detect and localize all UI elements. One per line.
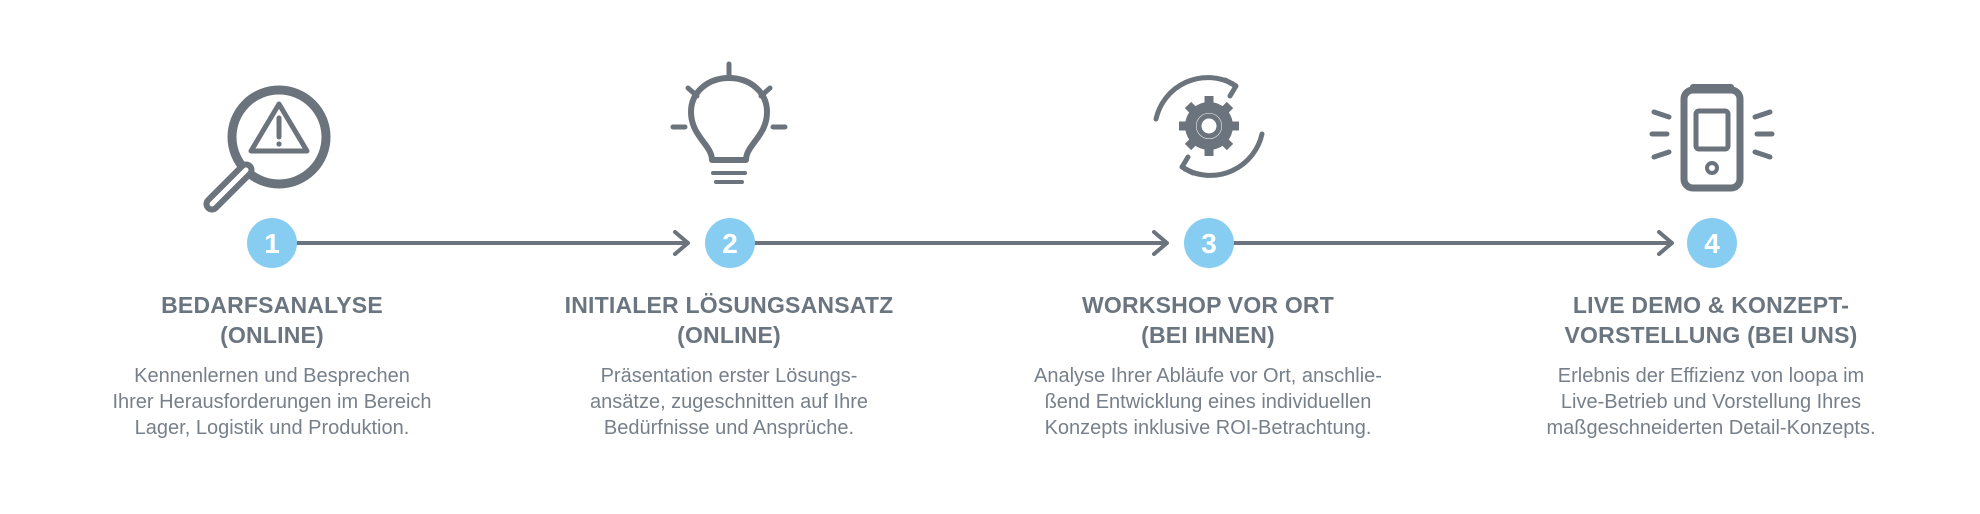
step-description-line: Analyse Ihrer Abläufe vor Ort, anschlie- [1034, 365, 1382, 387]
magnifier-warning-icon [203, 85, 331, 213]
step-title-line: (BEI IHNEN) [1141, 322, 1275, 348]
step-number-2: 2 [722, 228, 738, 259]
step-title-line: INITIALER LÖSUNGSANSATZ [564, 292, 894, 318]
step-description-line: Bedürfnisse und Ansprüche. [603, 417, 855, 439]
step-description-line: ßend Entwicklung eines individuellen [1044, 391, 1372, 413]
step-title-line: (ONLINE) [220, 322, 324, 348]
step-title-line: BEDARFSANALYSE [161, 292, 383, 318]
step-badge-4: 4 [1687, 218, 1737, 268]
step-title-4: LIVE DEMO & KONZEPT- VORSTELLUNG (BEI UN… [1501, 290, 1921, 350]
step-description-4: Erlebnis der Effizienz von loopa im Live… [1501, 363, 1921, 441]
step-description-line: maßgeschneiderten Detail-Konzepts. [1546, 417, 1876, 439]
step-description-1: Kennenlernen und Besprechen Ihrer Heraus… [62, 363, 482, 441]
step-number-3: 3 [1201, 228, 1217, 259]
arrow-2-to-3 [753, 230, 1169, 256]
step-description-line: Ihrer Herausforderungen im Bereich [112, 391, 432, 413]
step-title-1: BEDARFSANALYSE (ONLINE) [62, 290, 482, 350]
step-title-3: WORKSHOP VOR ORT (BEI IHNEN) [998, 290, 1418, 350]
step-number-4: 4 [1704, 228, 1720, 259]
step-description-line: Live-Betrieb und Vorstellung Ihres [1560, 391, 1862, 413]
step-description-line: Konzepts inklusive ROI-Betrachtung. [1044, 417, 1372, 439]
connector-arrows [294, 230, 1674, 256]
step-title-line: WORKSHOP VOR ORT [1082, 292, 1334, 318]
step-badge-1: 1 [247, 218, 297, 268]
step-description-line: Erlebnis der Effizienz von loopa im [1557, 365, 1865, 387]
mobile-device-icon [1649, 84, 1775, 192]
step-description-line: ansätze, zugeschnitten auf Ihre [590, 391, 868, 413]
step-title-2: INITIALER LÖSUNGSANSATZ (ONLINE) [519, 290, 939, 350]
arrow-1-to-2 [294, 230, 690, 256]
step-title-line: (ONLINE) [677, 322, 781, 348]
step-description-line: Kennenlernen und Besprechen [134, 365, 410, 387]
step-description-line: Lager, Logistik und Produktion. [134, 417, 410, 439]
step-description-2: Präsentation erster Lösungs- ansätze, zu… [519, 363, 939, 441]
arrow-3-to-4 [1232, 230, 1674, 256]
gear-refresh-icon [1153, 75, 1265, 178]
lightbulb-icon [670, 61, 788, 184]
step-badge-2: 2 [705, 218, 755, 268]
step-description-3: Analyse Ihrer Abläufe vor Ort, anschlie-… [998, 363, 1418, 441]
step-description-line: Präsentation erster Lösungs- [600, 365, 858, 387]
step-badge-3: 3 [1184, 218, 1234, 268]
step-title-line: LIVE DEMO & KONZEPT- [1572, 292, 1850, 318]
step-title-line: VORSTELLUNG (BEI UNS) [1564, 322, 1858, 348]
step-number-1: 1 [264, 228, 280, 259]
